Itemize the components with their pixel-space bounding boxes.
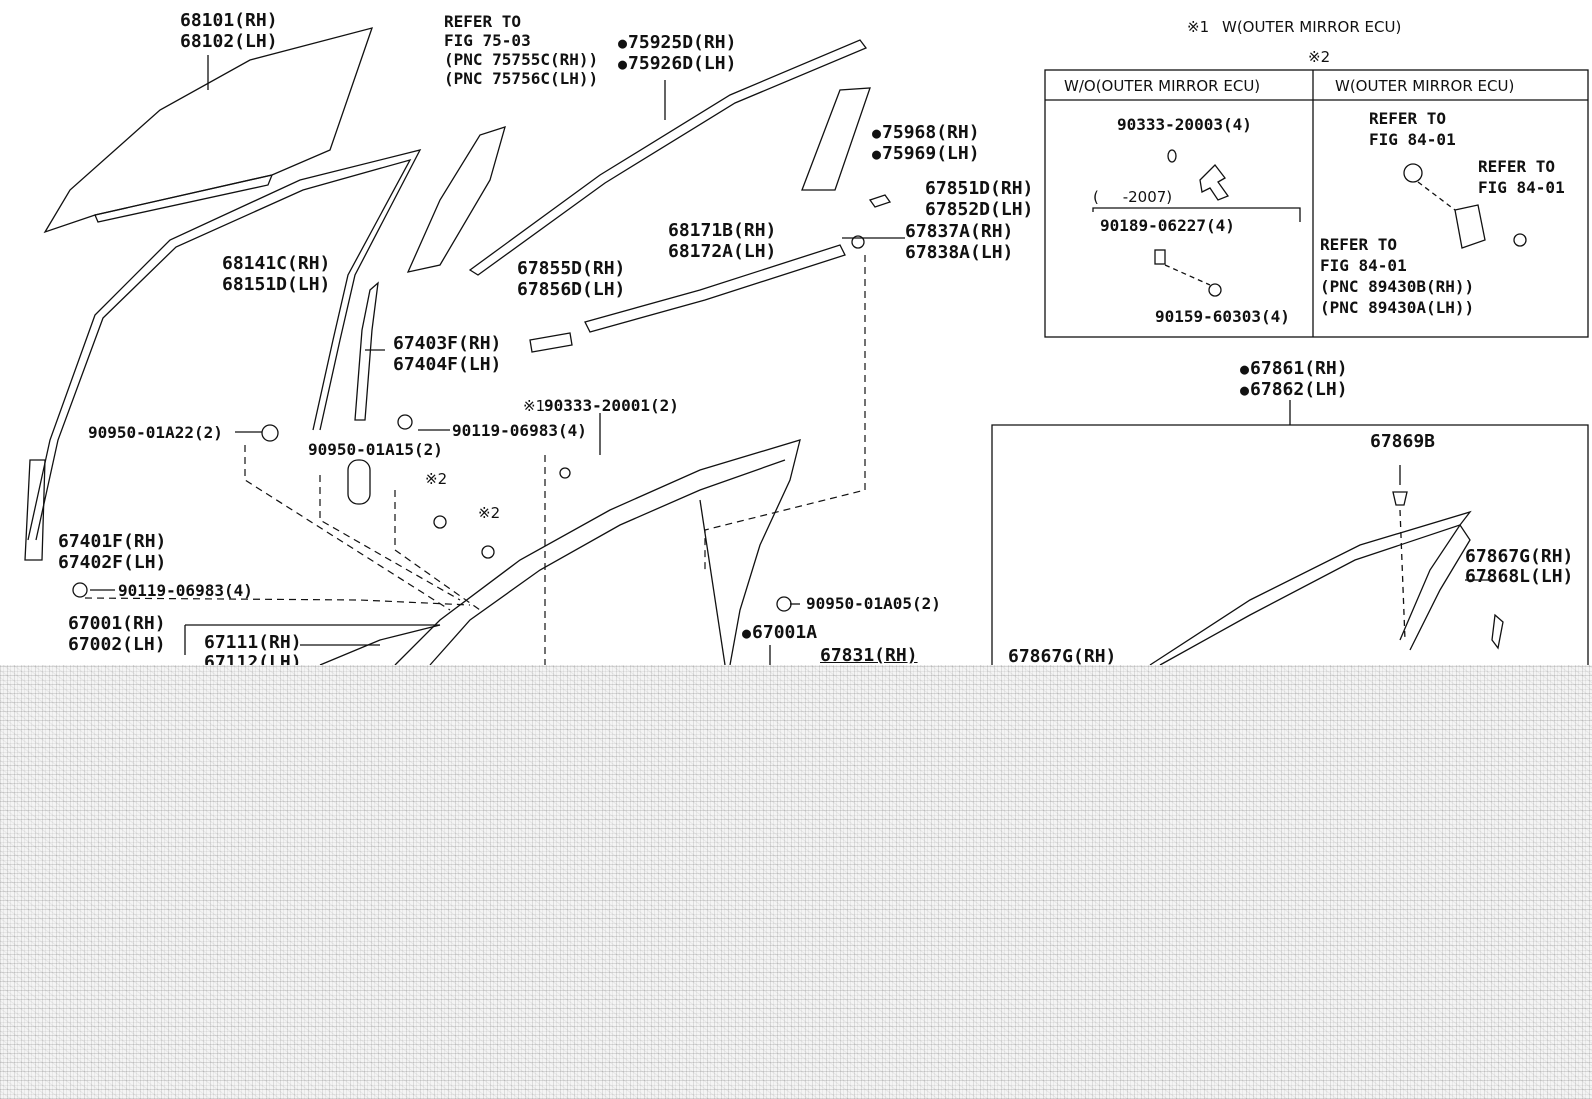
part-67855: 67855D(RH) <box>517 258 626 279</box>
part-67001: 67001(RH) <box>68 613 166 634</box>
part-67838: 67838A(LH) <box>905 242 1014 263</box>
part-67001a: 67001A <box>742 622 817 644</box>
glass-run-channel <box>27 149 422 541</box>
refer-fig-84-c-line1: REFER TO <box>1320 235 1398 254</box>
part-68101: 68101(RH) <box>180 10 278 31</box>
part-67862: 67862(LH) <box>1240 379 1348 401</box>
refer-fig-84-a-line2: FIG 84-01 <box>1369 130 1456 149</box>
window-regulator <box>24 459 46 561</box>
part-67861: 67861(RH) <box>1240 358 1348 380</box>
pillar-garnish <box>406 126 506 273</box>
year-range: ( -2007) <box>1093 188 1173 206</box>
part-67401: 67401F(RH) <box>58 531 167 552</box>
part-67851: 67851D(RH) <box>925 178 1034 199</box>
b-pillar-garnish <box>801 87 871 191</box>
part-90119-06983-a: 90119-06983(4) <box>452 421 587 440</box>
refer-fig-84-c-line3: (PNC 89430B(RH)) <box>1320 277 1475 296</box>
part-67402: 67402F(LH) <box>58 552 167 573</box>
part-90950-01a05: 90950-01A05(2) <box>806 594 941 613</box>
part-67867g-left: 67867G(RH) <box>1008 646 1117 667</box>
note-2-mark: ※2 <box>1308 48 1331 66</box>
refer-fig-84-b-line2: FIG 84-01 <box>1478 178 1565 197</box>
part-67404: 67404F(LH) <box>393 354 502 375</box>
refer-fig-84-c-line2: FIG 84-01 <box>1320 256 1407 275</box>
window-frame-moulding <box>468 39 868 276</box>
part-90189-06227: 90189-06227(4) <box>1100 216 1235 235</box>
refer-fig-75-line3: (PNC 75755C(RH)) <box>444 50 599 69</box>
note-1-text: W(OUTER MIRROR ECU) <box>1222 18 1402 36</box>
part-75925: 75925D(RH) <box>618 32 736 54</box>
part-67403: 67403F(RH) <box>393 333 502 354</box>
part-75968: 75968(RH) <box>872 122 980 144</box>
part-90159-60303: 90159-60303(4) <box>1155 307 1290 326</box>
part-67867g-right: 67867G(RH) <box>1465 546 1574 567</box>
part-68102: 68102(LH) <box>180 31 278 52</box>
part-90333-20001: 90333-20001(2) <box>544 396 679 415</box>
variant-table <box>1044 69 1589 338</box>
refer-fig-84-c-line4: (PNC 89430A(LH)) <box>1320 298 1475 317</box>
part-75926: 75926D(LH) <box>618 53 736 75</box>
part-68141: 68141C(RH) <box>222 253 331 274</box>
part-67837: 67837A(RH) <box>905 221 1014 242</box>
rear-division-bar <box>354 281 379 421</box>
note-mark-2a: ※2 <box>425 470 448 488</box>
frame-moulding <box>1149 510 1472 666</box>
front-door-panel <box>394 439 801 666</box>
refer-fig-75-line1: REFER TO <box>444 12 522 31</box>
part-90950-01a15: 90950-01A15(2) <box>308 440 443 459</box>
part-68172: 68172A(LH) <box>668 241 777 262</box>
table-col-with-ecu: W(OUTER MIRROR ECU) <box>1335 77 1515 95</box>
refer-fig-75-line2: FIG 75-03 <box>444 31 531 50</box>
note-mark-1: ※1 <box>523 397 546 415</box>
part-68151: 68151D(LH) <box>222 274 331 295</box>
note-1-mark: ※1 <box>1187 18 1210 36</box>
scan-noise-area <box>0 665 1592 1099</box>
part-67852: 67852D(LH) <box>925 199 1034 220</box>
part-67869b: 67869B <box>1370 431 1436 452</box>
note-mark-2b: ※2 <box>478 504 501 522</box>
part-67002: 67002(LH) <box>68 634 166 655</box>
refer-fig-75-line4: (PNC 75756C(LH)) <box>444 69 599 88</box>
refer-fig-84-b-line1: REFER TO <box>1478 157 1556 176</box>
part-75969: 75969(LH) <box>872 143 980 165</box>
refer-fig-84-a-line1: REFER TO <box>1369 109 1447 128</box>
part-67111: 67111(RH) <box>204 632 302 653</box>
part-67856: 67856D(LH) <box>517 279 626 300</box>
part-67868l: 67868L(LH) <box>1465 566 1574 587</box>
part-67831: 67831(RH) <box>820 645 918 666</box>
belt-weatherstrip <box>584 244 846 333</box>
part-90333-20003: 90333-20003(4) <box>1117 115 1252 134</box>
part-68171: 68171B(RH) <box>668 220 777 241</box>
weatherstrip-detail-box <box>991 424 1589 665</box>
part-90950-01a22: 90950-01A22(2) <box>88 423 223 442</box>
part-90119-06983-b: 90119-06983(4) <box>118 581 253 600</box>
table-col-without-ecu: W/O(OUTER MIRROR ECU) <box>1064 77 1261 95</box>
